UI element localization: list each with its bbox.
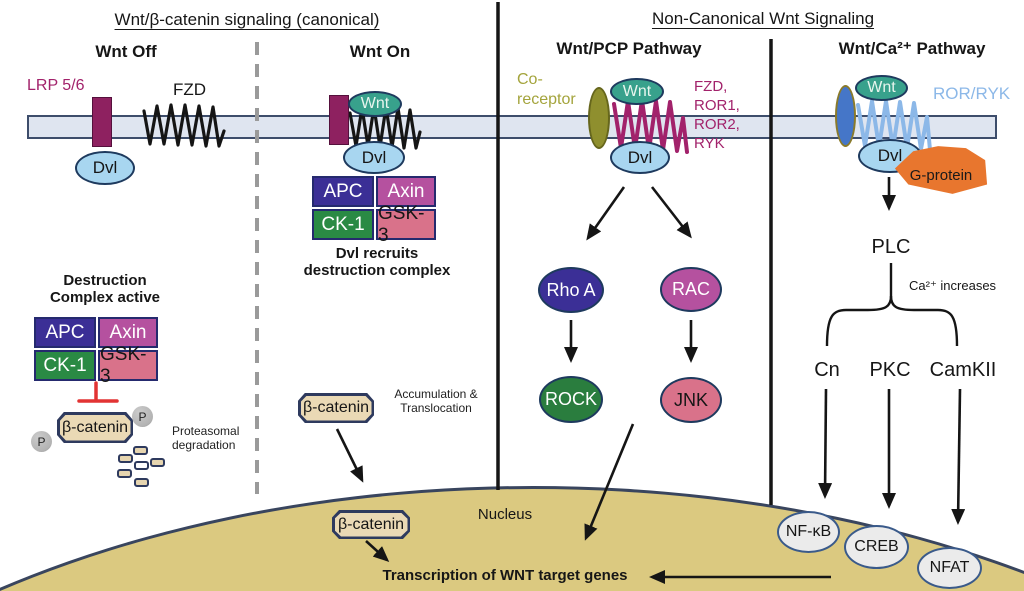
axin-box: Axin	[376, 176, 436, 207]
pkc-label: PKC	[869, 359, 911, 381]
rock-node: ROCK	[539, 376, 603, 423]
destruction-complex-off: APC Axin CK-1 GSK-3	[34, 317, 158, 387]
pcp-receptor-list: FZD, ROR1, ROR2, RYK	[694, 78, 740, 153]
noncanonical-section-title: Non-Canonical Wnt Signaling	[651, 9, 875, 28]
beta-catenin-degraded: β-catenin	[57, 412, 133, 443]
gsk3-box: GSK-3	[376, 203, 436, 246]
beta-catenin-nuclear: β-catenin	[332, 510, 410, 539]
gsk3-box: GSK-3	[98, 344, 158, 387]
degradation-fragment-icon	[134, 461, 149, 470]
ror-ryk-receptor-icon	[835, 85, 856, 147]
nfkb-node: NF-κB	[777, 511, 840, 553]
degradation-fragment-icon	[134, 478, 149, 487]
apc-box: APC	[312, 176, 374, 207]
camkii-label: CamKII	[929, 359, 997, 381]
ck1-box: CK-1	[34, 350, 96, 381]
column-title-wnt-pcp: Wnt/PCP Pathway	[556, 39, 702, 58]
lrp56-label: LRP 5/6	[27, 77, 85, 94]
column-title-wnt-on: Wnt On	[349, 42, 411, 61]
ror-ryk-label: ROR/RYK	[933, 84, 1011, 103]
degradation-fragment-icon	[117, 469, 132, 478]
canonical-section-title: Wnt/β-catenin signaling (canonical)	[114, 10, 380, 29]
transcription-caption: Transcription of WNT target genes	[382, 567, 628, 584]
wnt-ligand-pcp: Wnt	[610, 78, 664, 105]
degradation-fragment-icon	[133, 446, 148, 455]
ca-increases-caption: Ca²⁺ increases	[909, 278, 997, 293]
wnt-ligand-ca: Wnt	[855, 75, 908, 101]
lrp56-receptor-icon	[329, 95, 349, 145]
creb-node: CREB	[844, 525, 909, 569]
ca-branch-bracket	[825, 263, 959, 347]
dvl-recruits-caption: Dvl recruits destruction complex	[303, 245, 451, 280]
dvl-protein-wnt-on: Dvl	[343, 141, 405, 174]
phosphate-icon: P	[132, 406, 153, 427]
degradation-fragment-icon	[150, 458, 165, 467]
nucleus-label: Nucleus	[477, 506, 533, 523]
degradation-fragment-icon	[118, 454, 133, 463]
column-title-wnt-ca: Wnt/Ca²⁺ Pathway	[838, 39, 986, 58]
rac-node: RAC	[660, 267, 722, 312]
column-title-wnt-off: Wnt Off	[95, 42, 157, 61]
co-receptor-icon	[588, 87, 610, 149]
fzd-label: FZD	[173, 80, 207, 99]
rhoa-node: Rho A	[538, 267, 604, 313]
axin-box: Axin	[98, 317, 158, 348]
ck1-box: CK-1	[312, 209, 374, 240]
nfat-node: NFAT	[917, 547, 982, 589]
jnk-node: JNK	[660, 377, 722, 423]
wnt-ligand-wnt-on: Wnt	[348, 91, 402, 117]
apc-box: APC	[34, 317, 96, 348]
proteasomal-degradation-caption: Proteasomal degradation	[172, 424, 240, 452]
cn-label: Cn	[814, 359, 840, 381]
lrp56-receptor-icon	[92, 97, 112, 147]
co-receptor-label: Co- receptor	[517, 71, 576, 108]
plc-label: PLC	[871, 236, 911, 258]
dvl-protein-pcp: Dvl	[610, 141, 670, 174]
phosphate-icon: P	[31, 431, 52, 452]
beta-catenin-accumulated: β-catenin	[298, 393, 374, 423]
dvl-protein-wnt-off: Dvl	[75, 151, 135, 185]
accumulation-caption: Accumulation & Translocation	[394, 387, 478, 415]
destruction-complex-title: Destruction Complex active	[49, 272, 161, 307]
destruction-complex-on: APC Axin CK-1 GSK-3	[312, 176, 436, 246]
